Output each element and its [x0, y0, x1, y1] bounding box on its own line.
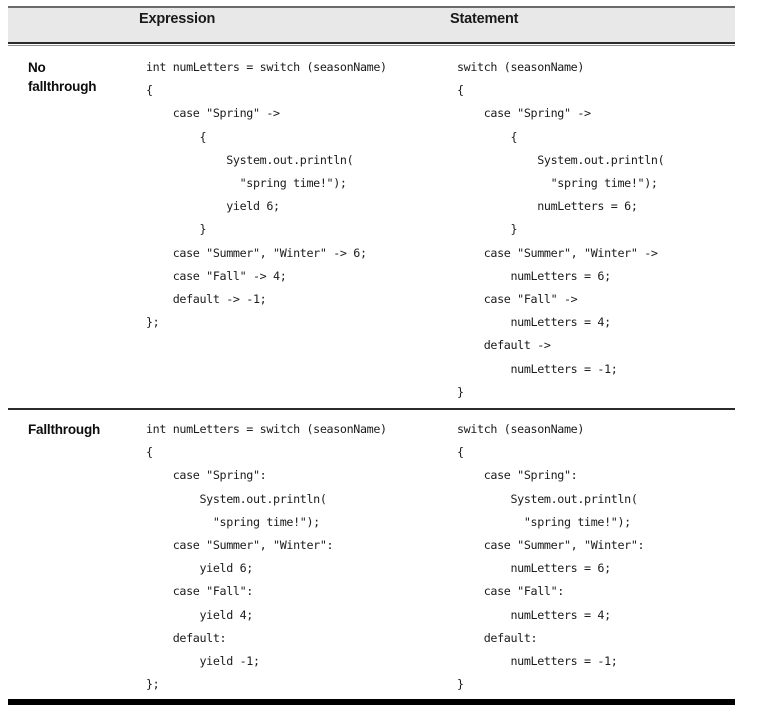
header-rule	[8, 42, 735, 44]
table-row: Fallthrough int numLetters = switch (sea…	[0, 414, 763, 700]
row-label-no-fallthrough: No fallthrough	[28, 60, 97, 94]
code-block-expression-fallthrough: int numLetters = switch (seasonName) { c…	[146, 422, 387, 692]
code-block-expression-no-fallthrough: int numLetters = switch (seasonName) { c…	[146, 60, 387, 330]
table-bottom-border	[8, 699, 735, 705]
code-block-statement-no-fallthrough: switch (seasonName) { case "Spring" -> {…	[457, 60, 665, 399]
table-header-row	[8, 6, 735, 42]
code-block-statement-fallthrough: switch (seasonName) { case "Spring": Sys…	[457, 422, 645, 692]
column-header-statement: Statement	[450, 11, 519, 27]
table-row: No fallthrough int numLetters = switch (…	[0, 52, 763, 408]
header-rule-secondary	[8, 45, 735, 46]
row-divider	[8, 408, 735, 410]
column-header-expression: Expression	[139, 11, 216, 27]
row-label-fallthrough: Fallthrough	[28, 422, 101, 437]
